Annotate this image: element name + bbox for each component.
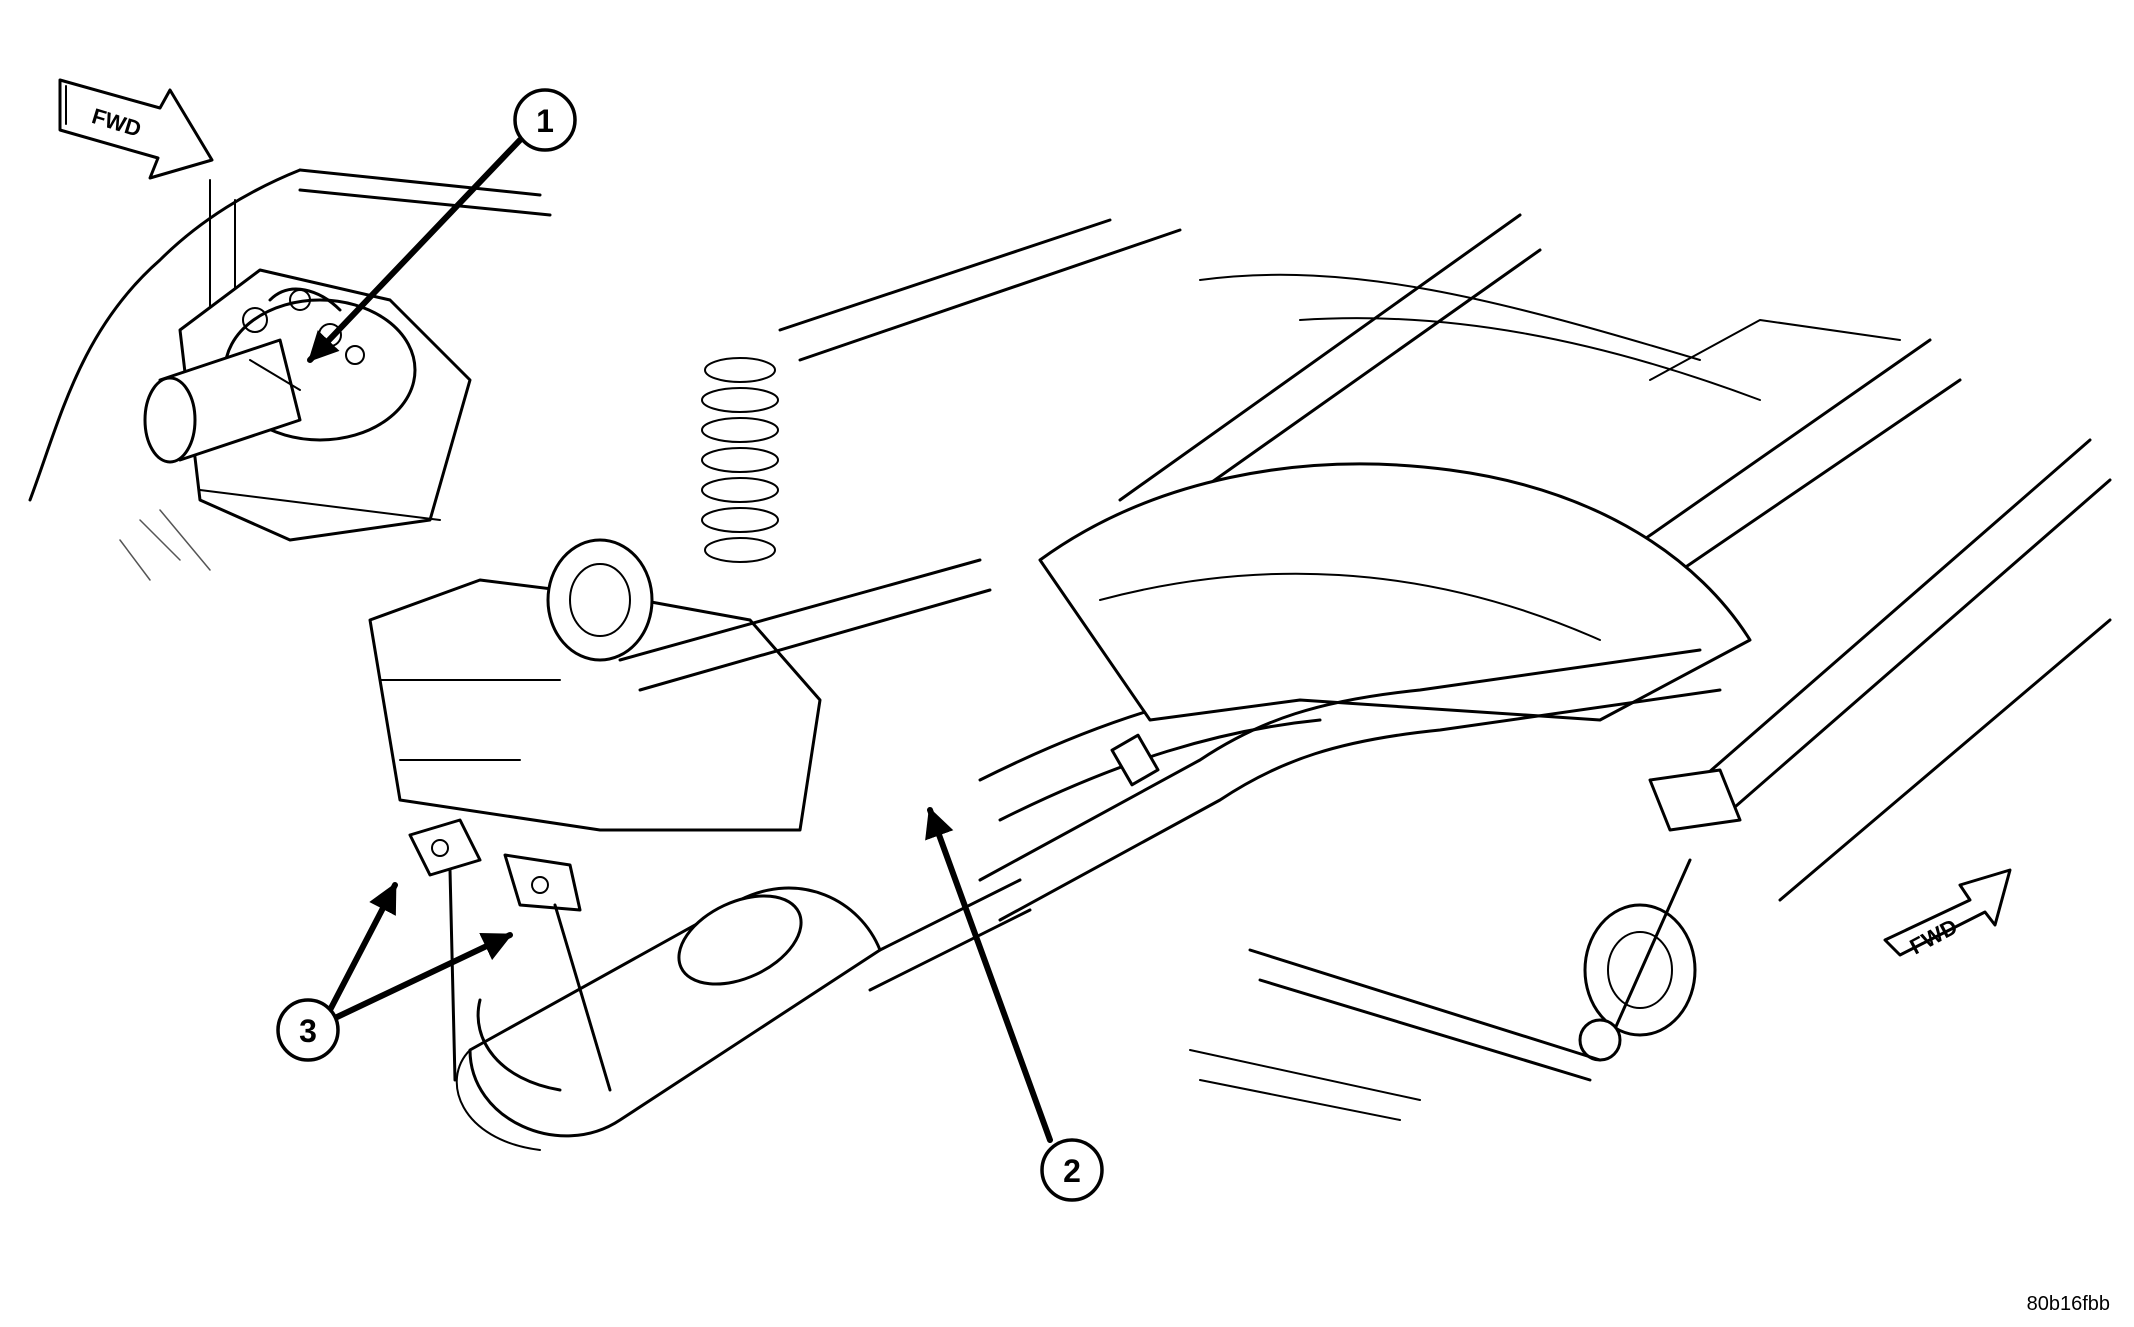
muffler [455, 878, 1032, 1151]
callout-1: 1 [307, 88, 577, 363]
callout-1-number: 1 [536, 103, 554, 139]
callout-3-number: 3 [299, 1013, 317, 1049]
fwd-arrow-top-left: FWD [58, 78, 214, 180]
callout-2: 2 [925, 807, 1104, 1202]
vehicle-underbody [368, 213, 2112, 1151]
fwd-arrow-bottom-right: FWD [1883, 868, 2012, 959]
callout-3: 3 [276, 882, 513, 1062]
inset-detail-view [28, 168, 552, 581]
callout-2-number: 2 [1063, 1153, 1081, 1189]
coil-spring [701, 357, 779, 563]
figure-code: 80b16fbb [2027, 1293, 2110, 1315]
rubber-isolators [408, 818, 612, 1092]
